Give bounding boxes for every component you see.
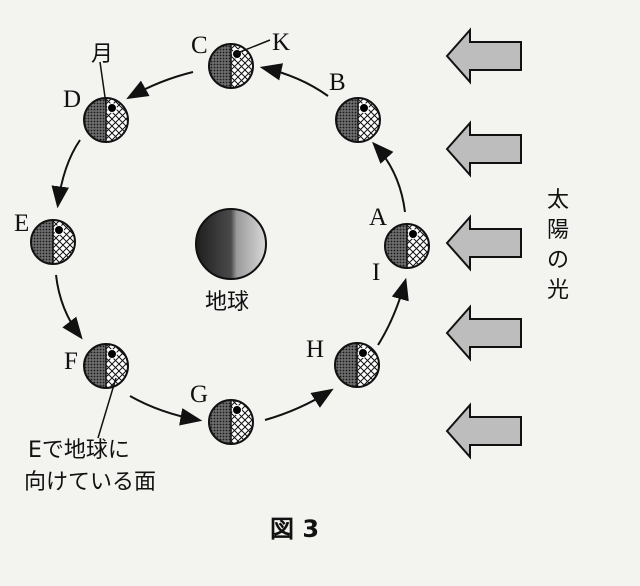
sun-label: 太 陽 の 光 (547, 188, 569, 303)
moon-d (83, 97, 129, 143)
moon-d-dark-half (84, 98, 106, 142)
orbit-arrow-a-b (372, 141, 406, 213)
sun-label-char-3: の (547, 248, 569, 273)
orbit-arrow-d-e (51, 139, 81, 209)
sunlight-arrow-3 (445, 214, 522, 272)
sunlight-arrow-1 (445, 27, 522, 85)
note-line-2: 向けている面 (24, 470, 156, 495)
label-i: I (372, 259, 380, 286)
moon-b-outline (335, 97, 381, 143)
moon-h-dark-half (335, 343, 357, 387)
sunlight-arrow-5 (445, 402, 522, 460)
moon-e-dark-half (31, 220, 53, 264)
moon-g-outline (208, 399, 254, 445)
moon-h-outline (334, 342, 380, 388)
moon-b (335, 97, 381, 143)
moon-a-dark-half (385, 224, 407, 268)
moon-b-dark-half (336, 98, 358, 142)
orbit-arrow-c-d (126, 71, 194, 100)
note-line-1: Eで地球に (28, 438, 130, 463)
moon-f-surface-marker (107, 349, 117, 359)
moon-h-surface-marker (358, 348, 368, 358)
sunlight-arrows (445, 27, 522, 460)
pointer-line-k (234, 39, 271, 55)
moon-e (30, 219, 76, 265)
label-b: B (329, 69, 346, 96)
moon-g-surface-marker (232, 405, 242, 415)
label-g: G (190, 381, 208, 408)
earth (195, 208, 267, 280)
orbit-arrow-b-c (259, 63, 329, 97)
moon-a (384, 223, 430, 269)
orbit-arrows (51, 63, 409, 426)
moon-f (83, 343, 129, 389)
moon-c-dark-half (209, 44, 231, 88)
moon-g-dark-half (209, 400, 231, 444)
moon-a-surface-marker (408, 229, 418, 239)
sun-label-char-2: 陽 (547, 218, 569, 243)
position-labels: A B C D E F G H I (14, 32, 387, 408)
orbit-arrow-h-i (377, 277, 409, 346)
label-a: A (369, 204, 387, 231)
moon-c-outline (208, 43, 254, 89)
moon-g (208, 399, 254, 445)
pointer-line-face (97, 377, 117, 439)
sun-label-char-1: 太 (547, 188, 569, 213)
moon-h (334, 342, 380, 388)
label-d: D (63, 86, 81, 113)
moon-f-outline (83, 343, 129, 389)
moon-e-surface-marker (54, 225, 64, 235)
orbit-arrow-f-g (129, 395, 203, 426)
moon-c (208, 43, 254, 89)
moon-e-outline (30, 219, 76, 265)
label-k: K (272, 29, 290, 56)
moon-f-dark-half (84, 344, 106, 388)
moon-d-outline (83, 97, 129, 143)
moon-positions (30, 43, 430, 445)
moon-d-surface-marker (107, 103, 117, 113)
pointer-lines (97, 39, 271, 439)
earth-label: 地球 (205, 290, 249, 315)
moon-label: 月 (91, 42, 113, 67)
label-c: C (191, 32, 208, 59)
sun-label-char-4: 光 (547, 278, 569, 303)
orbit-arrow-e-f (55, 274, 83, 340)
pointer-line-moon (99, 61, 107, 105)
moon-b-surface-marker (359, 103, 369, 113)
sunlight-arrow-2 (445, 120, 522, 178)
label-h: H (306, 336, 324, 363)
orbit-arrow-g-h (264, 388, 334, 421)
label-f: F (64, 348, 78, 375)
moon-a-outline (384, 223, 430, 269)
label-e: E (14, 210, 29, 237)
sunlight-arrow-4 (445, 304, 522, 362)
figure-caption: 図 3 (270, 515, 319, 543)
